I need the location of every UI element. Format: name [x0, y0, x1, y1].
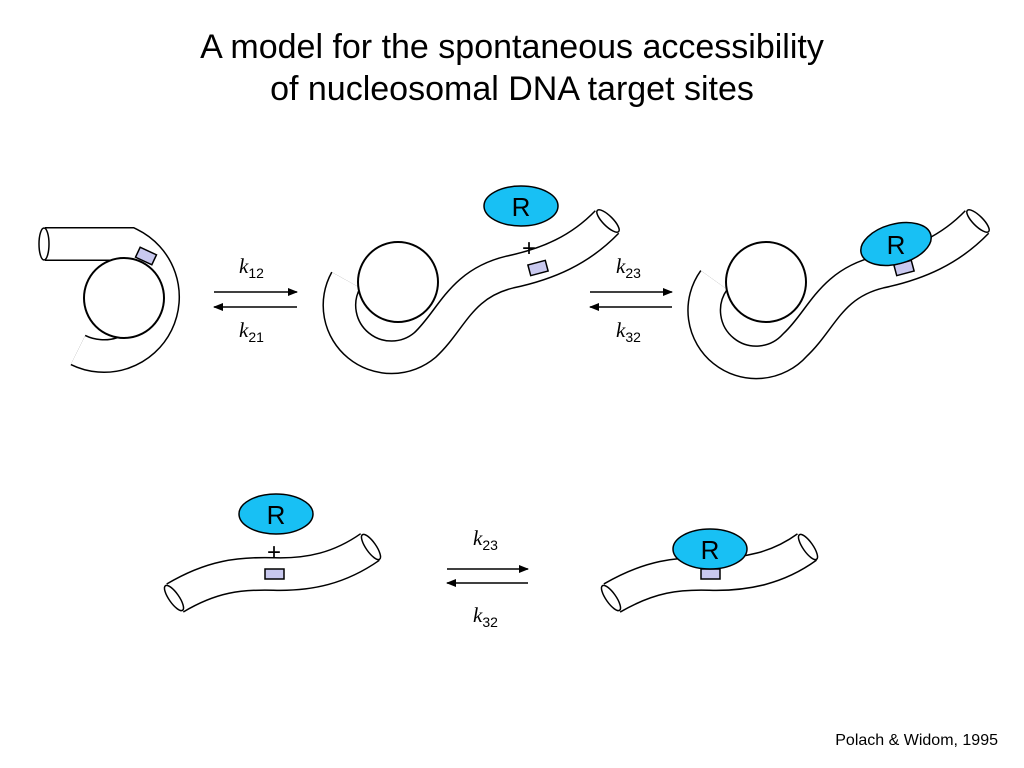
protein-r-label: R [887, 230, 906, 260]
rate-k23: k23 [616, 254, 641, 281]
dna-end-cap [360, 533, 382, 561]
histone-core [725, 241, 807, 323]
protein-r-label: R [267, 500, 286, 530]
target-site [700, 568, 721, 580]
equilibrium-arrows-3: k23 k32 [446, 526, 529, 630]
rate-k21: k21 [239, 318, 264, 345]
dna-end-cap [797, 533, 819, 561]
target-site [134, 246, 158, 266]
equilibrium-arrows-1: k12 k21 [213, 254, 298, 345]
protein-r: R [238, 493, 314, 535]
slide-title: A model for the spontaneous accessibilit… [0, 26, 1024, 110]
rate-k23-bottom: k23 [473, 526, 498, 553]
dna-end-cap [163, 584, 185, 612]
protein-r-bound: R [860, 221, 932, 267]
plus-sign: + [267, 539, 281, 566]
target-site [526, 259, 550, 277]
naked-dna: R + [163, 493, 382, 613]
protein-r-bound: R [672, 528, 748, 570]
equilibrium-arrows-2: k23 k32 [589, 254, 673, 345]
title-line-2: of nucleosomal DNA target sites [270, 70, 754, 108]
protein-r-label: R [512, 192, 531, 222]
rate-k32-bottom: k32 [473, 603, 498, 630]
dna-end-cap [596, 209, 620, 233]
protein-r: R [483, 185, 559, 227]
rate-k12: k12 [239, 254, 264, 281]
nucleosome-unwrapped: R + [322, 185, 620, 375]
rate-k32: k32 [616, 318, 641, 345]
histone-core [83, 257, 165, 339]
nucleosome-r-bound: R [687, 209, 990, 380]
dna-end-cap [966, 209, 990, 233]
protein-r-label: R [701, 535, 720, 565]
title-line-1: A model for the spontaneous accessibilit… [200, 28, 824, 66]
dna-end-cap [600, 584, 622, 612]
naked-dna-r-bound: R [600, 528, 819, 613]
histone-core [357, 241, 439, 323]
plus-sign: + [522, 235, 536, 262]
dna-end-cap [38, 227, 50, 261]
nucleosome-wrapped [38, 227, 181, 374]
citation: Polach & Widom, 1995 [835, 732, 998, 749]
target-site [264, 568, 285, 580]
